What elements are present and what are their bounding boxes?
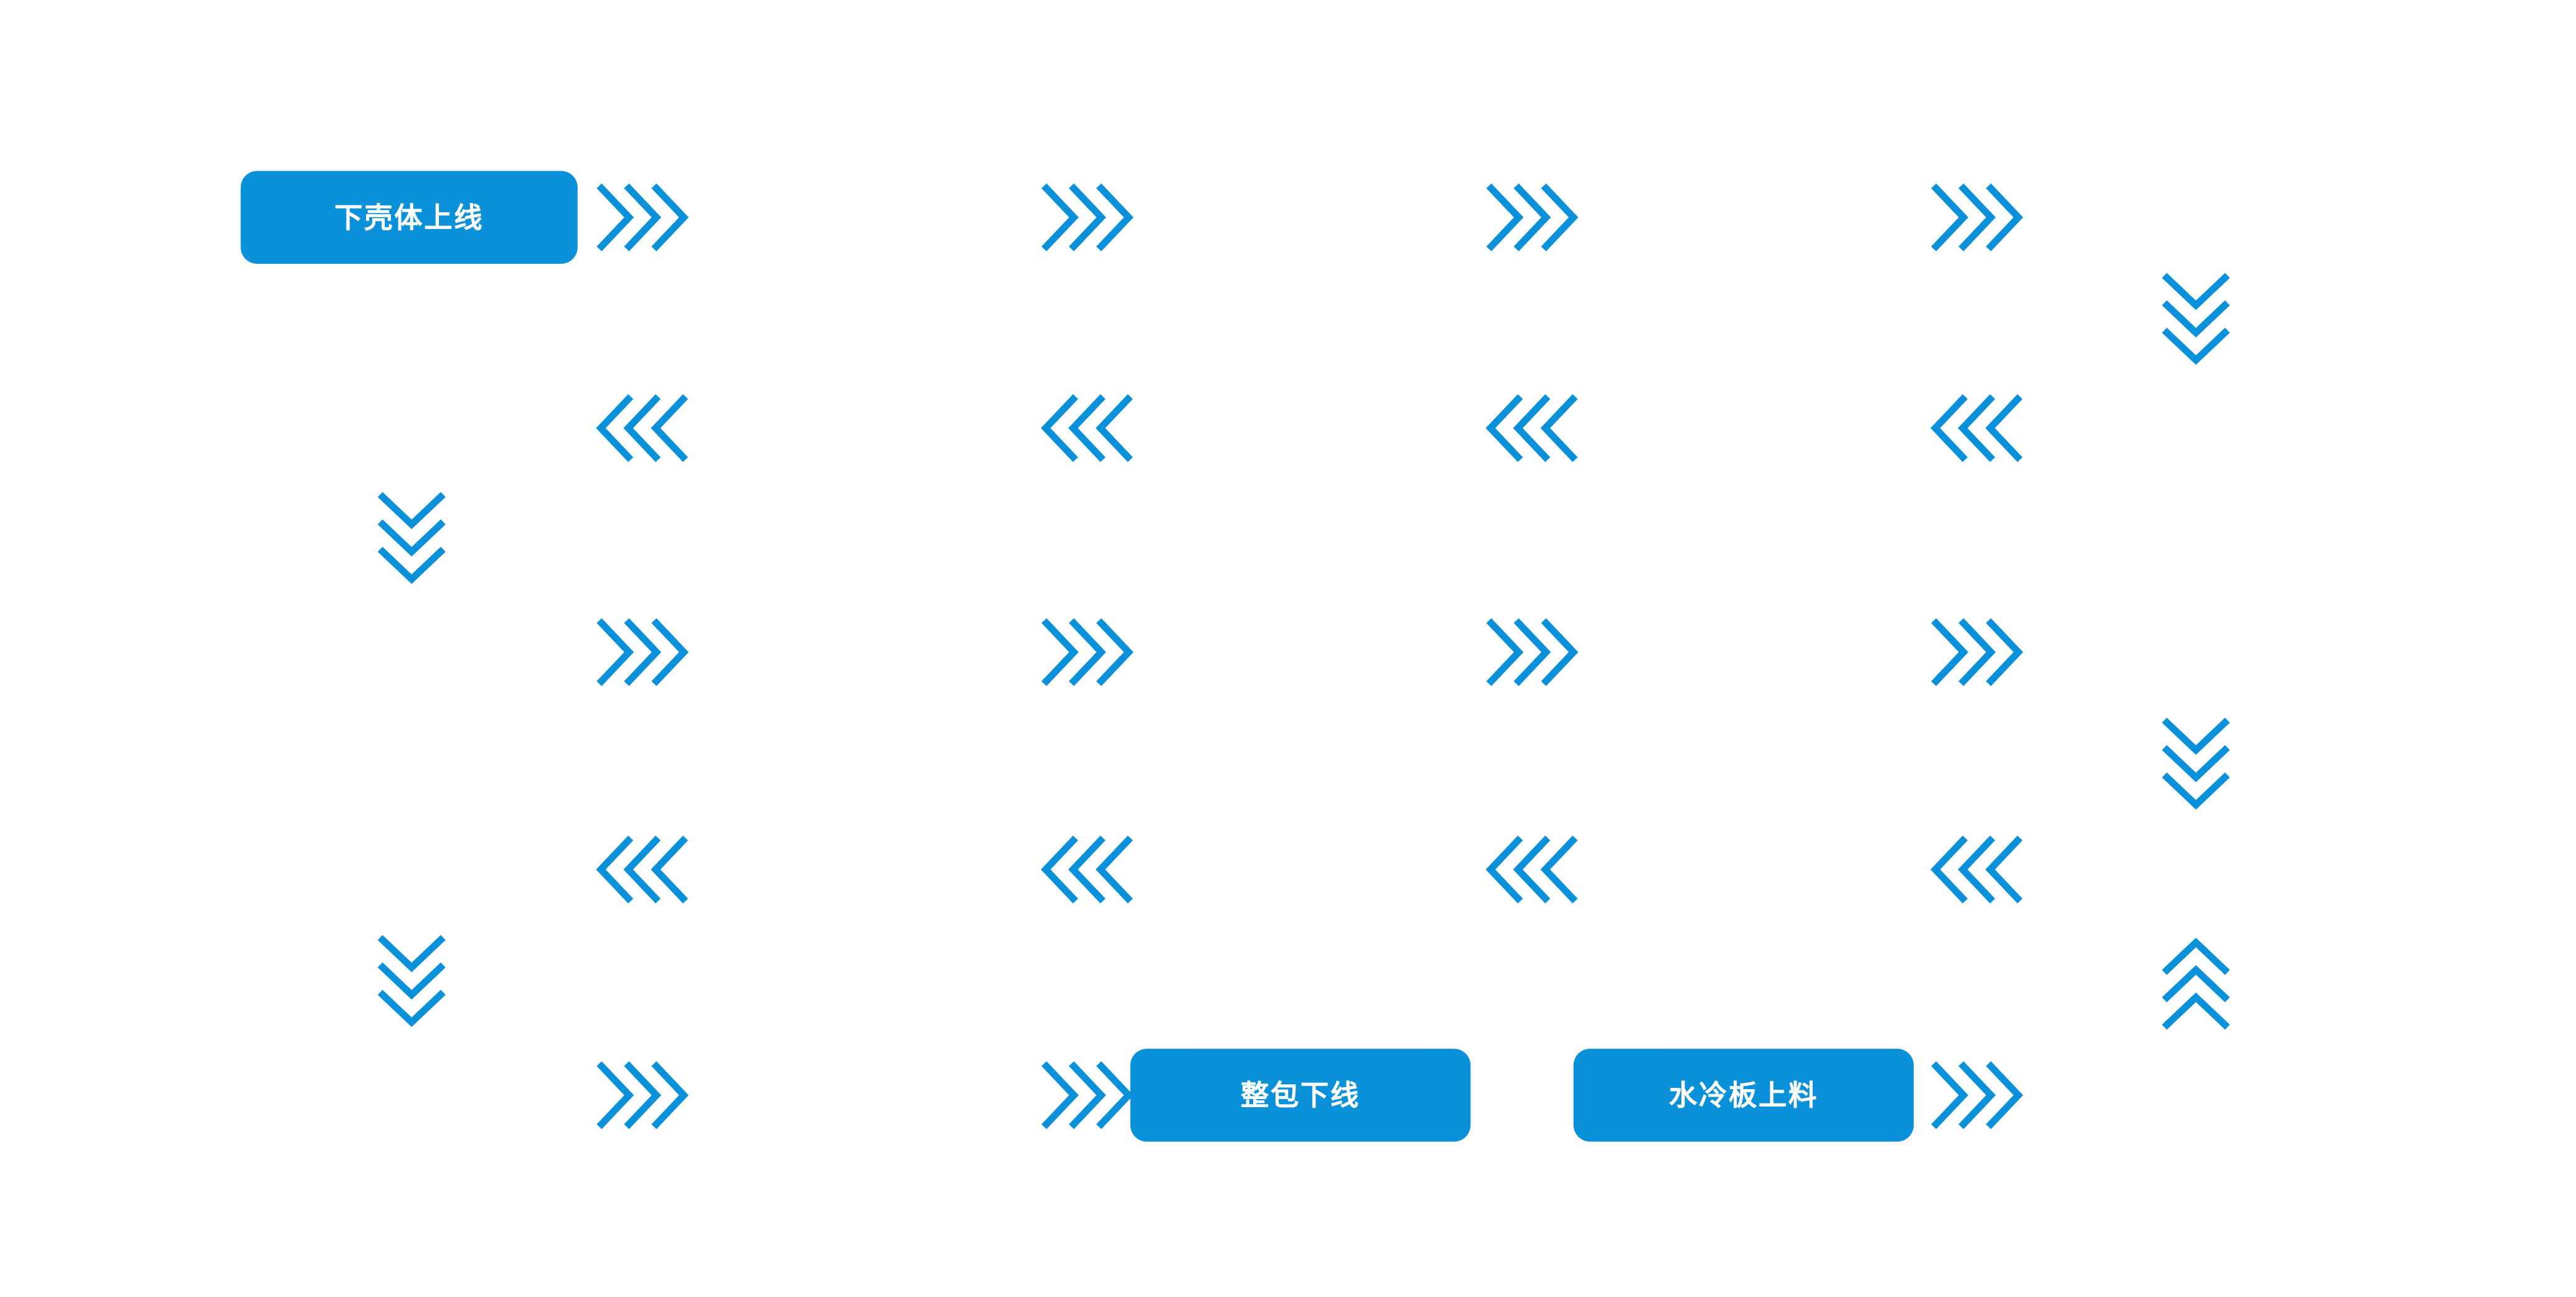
arrow-left-r4-c3-icon [1485, 825, 1578, 914]
arrow-left-r4-c1-icon [596, 825, 689, 914]
node-zhengbao-xiaxian-label: 整包下线 [1241, 1079, 1360, 1112]
arrow-down-left-1-icon [367, 492, 456, 584]
arrow-right-r5-c4-icon [1931, 1051, 2023, 1140]
arrow-right-r3-c1-icon [596, 607, 689, 697]
arrow-right-r3-c4-icon [1931, 607, 2023, 697]
node-zhengbao-xiaxian[interactable]: 整包下线 [1130, 1049, 1471, 1142]
arrow-down-left-2-icon [367, 935, 456, 1028]
arrow-right-r1-c3-icon [1486, 172, 1579, 262]
node-shuilengban-shangliao-label: 水冷板上料 [1668, 1079, 1818, 1112]
arrow-right-r1-c2-icon [1041, 172, 1134, 262]
arrow-down-right-1-icon [2151, 273, 2240, 365]
arrow-right-r5-c2-icon [1041, 1051, 1134, 1140]
node-xiakete-shangxian-label: 下壳体上线 [334, 201, 484, 233]
arrow-left-r2-c3-icon [1485, 383, 1578, 473]
arrow-down-right-2-icon [2151, 718, 2240, 810]
arrow-up-right-1-icon [2151, 937, 2240, 1030]
arrow-left-r2-c2-icon [1041, 383, 1133, 473]
node-xiakete-shangxian[interactable]: 下壳体上线 [240, 171, 578, 264]
arrow-right-r1-c4-icon [1931, 172, 2023, 262]
arrow-left-r4-c2-icon [1041, 825, 1133, 914]
arrow-right-r3-c2-icon [1041, 607, 1134, 697]
arrow-right-r5-c1-icon [596, 1051, 689, 1140]
arrow-left-r2-c4-icon [1930, 383, 2023, 473]
arrow-left-r4-c4-icon [1930, 825, 2023, 914]
arrow-left-r2-c1-icon [596, 383, 689, 473]
arrow-right-r1-c1-icon [596, 172, 689, 262]
arrow-right-r3-c3-icon [1486, 607, 1579, 697]
node-shuilengban-shangliao[interactable]: 水冷板上料 [1573, 1049, 1914, 1142]
